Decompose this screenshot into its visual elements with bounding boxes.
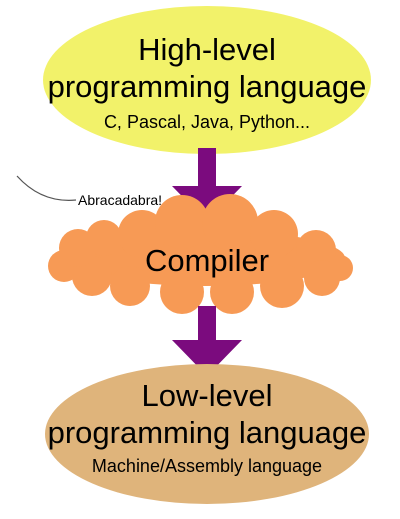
compiler-label: Compiler [145, 243, 269, 278]
low-level-title-line2: programming language [48, 415, 367, 450]
low-level-node [45, 364, 369, 504]
callout-text: Abracadabra! [78, 192, 162, 208]
high-level-title-line2: programming language [48, 69, 367, 104]
high-level-examples: C, Pascal, Java, Python... [104, 112, 310, 132]
low-level-examples: Machine/Assembly language [92, 456, 322, 476]
callout-line [16, 175, 77, 201]
high-level-node [43, 6, 371, 154]
compiler-cloud [48, 194, 353, 314]
high-level-title-line1: High-level [138, 32, 276, 67]
low-level-title-line1: Low-level [142, 378, 273, 413]
arrow-down-icon [172, 306, 242, 376]
